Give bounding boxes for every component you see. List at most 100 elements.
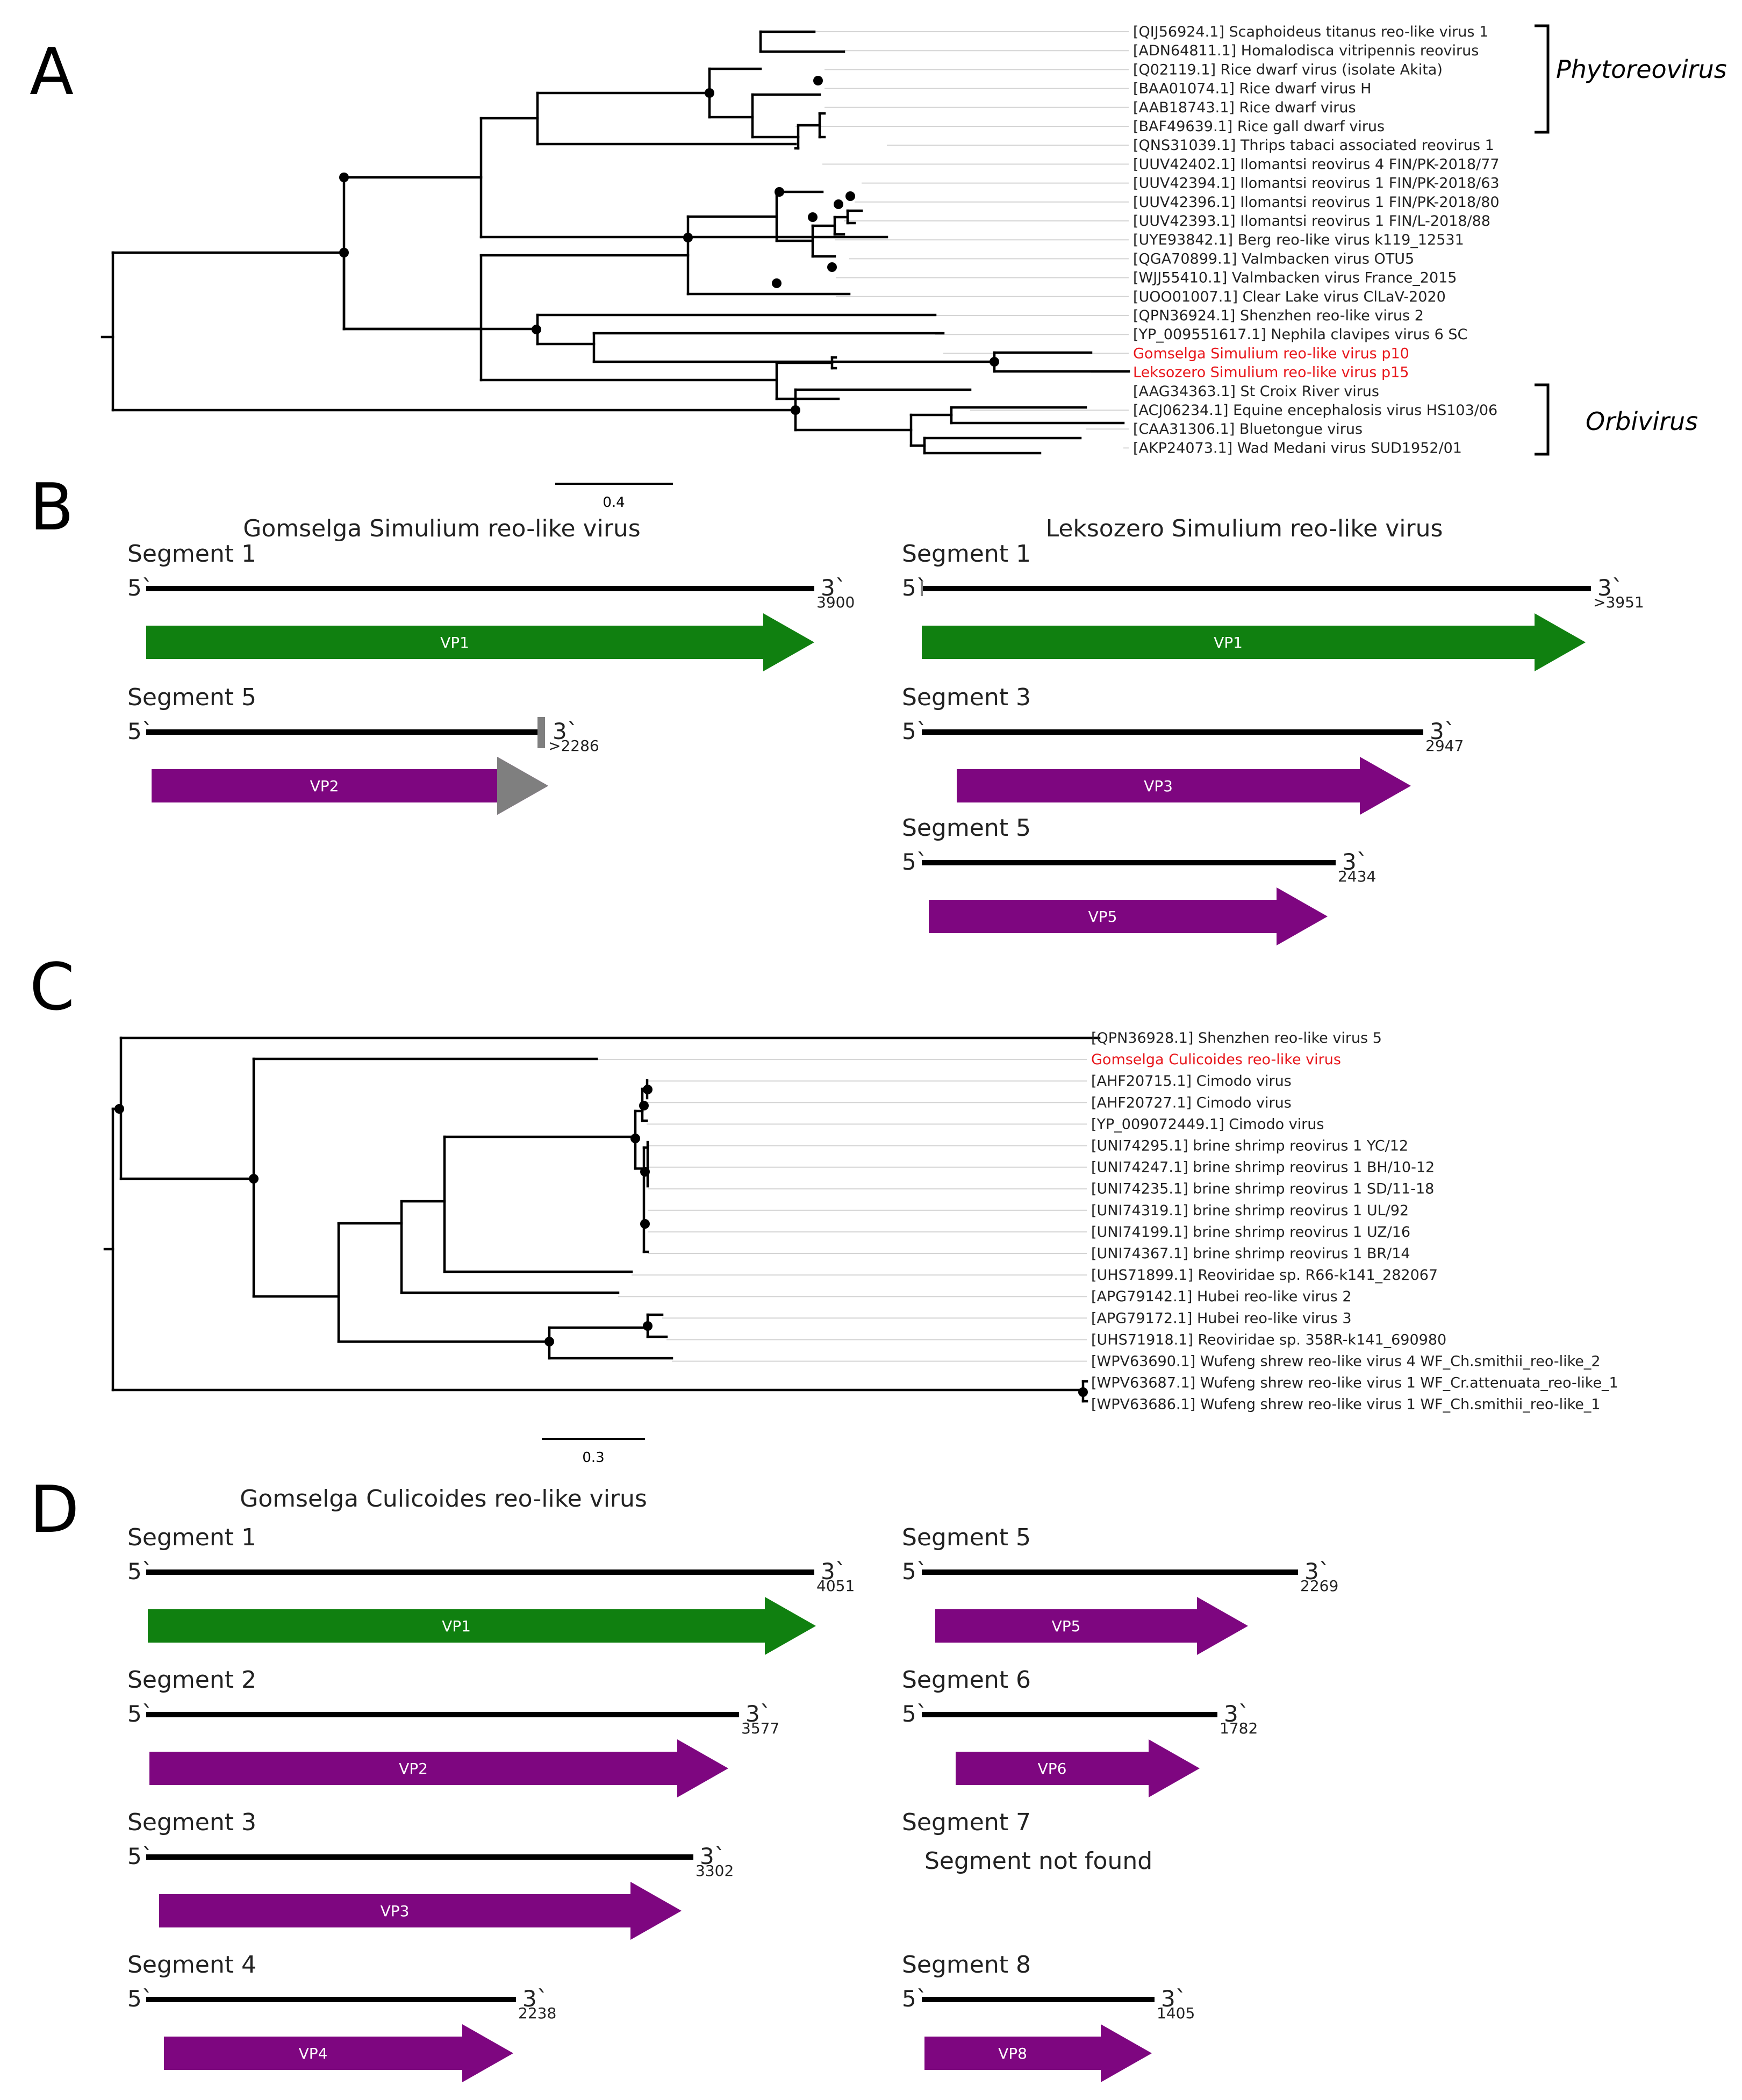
panel-a-scale-bar: 0.4 <box>555 483 673 511</box>
protein-label: VP3 <box>1144 777 1173 795</box>
protein-arrow <box>149 1739 728 1797</box>
panel-a-tree-lower <box>111 251 1130 455</box>
segment-title: Segment 7 <box>902 1809 1031 1836</box>
panel-c-scale-label: 0.3 <box>582 1450 604 1466</box>
leaf-label: [CAA31306.1] Bluetongue virus <box>1133 421 1363 438</box>
partial-arrow-head <box>497 757 548 815</box>
protein-arrow <box>164 2024 513 2082</box>
protein-label: VP3 <box>381 1902 410 1920</box>
leaf-label: [BAF49639.1] Rice gall dwarf virus <box>1133 118 1385 135</box>
protein-arrow <box>924 2024 1152 2082</box>
leaf-label: [AHF20715.1] Cimodo virus <box>1091 1073 1292 1090</box>
segment-length: 3302 <box>696 1862 734 1880</box>
panel-d-virus-title: Gomselga Culicoides reo-like virus <box>240 1485 647 1513</box>
protein-arrow <box>929 887 1328 945</box>
three-prime-end-label: 3` <box>1430 718 1456 744</box>
segment-length: 2434 <box>1338 868 1376 885</box>
segment-length: 2269 <box>1300 1577 1338 1595</box>
segment-title: Segment 2 <box>127 1666 256 1694</box>
segment-title: Segment 1 <box>127 1524 256 1551</box>
orbivirus-clade: Orbivirus <box>1535 383 1698 456</box>
leaf-label: [APG79172.1] Hubei reo-like virus 3 <box>1091 1310 1352 1327</box>
protein-arrow <box>159 1882 682 1940</box>
segment-length: 3577 <box>741 1719 779 1737</box>
segment-title: Segment 8 <box>902 1951 1031 1979</box>
leaf-label: [UYE93842.1] Berg reo-like virus k119_12… <box>1133 232 1464 248</box>
leaf-label: [UUV42396.1] Ilomantsi reovirus 1 FIN/PK… <box>1133 194 1500 211</box>
segment-length: >2286 <box>548 737 599 755</box>
leaf-label: [UUV42402.1] Ilomantsi reovirus 4 FIN/PK… <box>1133 156 1500 173</box>
leaf-label: Gomselga Culicoides reo-like virus <box>1091 1051 1341 1068</box>
leaf-label: [UNI74247.1] brine shrimp reovirus 1 BH/… <box>1091 1159 1435 1176</box>
leaf-label: [AAB18743.1] Rice dwarf virus <box>1133 99 1356 116</box>
panel-c-leaf-labels: [QPN36928.1] Shenzhen reo-like virus 5 Go… <box>1091 1030 1618 1413</box>
panel-b: B Gomselga Simulium reo-like virus Lekso… <box>30 470 1644 945</box>
segment-title: Segment 5 <box>127 684 256 711</box>
panel-a-scale-label: 0.4 <box>603 494 625 511</box>
three-prime-end-label: 3` <box>1342 849 1368 875</box>
panel-a-guide-lines <box>795 31 1129 449</box>
segment-length: 2947 <box>1425 737 1464 755</box>
phytoreovirus-label: Phytoreovirus <box>1556 55 1727 84</box>
segment-segment-7: Segment 7 Segment not found <box>902 1809 1152 1875</box>
protein-arrow <box>152 757 548 815</box>
segment-length: 3900 <box>816 593 855 611</box>
segment-title: Segment 6 <box>902 1666 1031 1694</box>
panel-a-node-dots <box>339 76 999 415</box>
three-prime-end-label: 3` <box>821 1558 847 1585</box>
leaf-label: [QPN36928.1] Shenzhen reo-like virus 5 <box>1091 1030 1382 1047</box>
leaf-label: [QGA70899.1] Valmbacken virus OTU5 <box>1133 250 1414 267</box>
three-prime-end-label: 3` <box>1161 1986 1187 2012</box>
panel-b-virus2-title: Leksozero Simulium reo-like virus <box>1046 515 1443 542</box>
phytoreovirus-clade: Phytoreovirus <box>1535 24 1727 134</box>
leaf-label: [AKP24073.1] Wad Medani virus SUD1952/01 <box>1133 440 1462 456</box>
protein-arrow <box>148 1597 816 1655</box>
leaf-label: [UNI74295.1] brine shrimp reovirus 1 YC/… <box>1091 1138 1408 1155</box>
three-prime-end-label: 3` <box>522 1986 548 2012</box>
segment-not-found-note: Segment not found <box>924 1847 1152 1875</box>
three-prime-end-label: 3` <box>1224 1701 1250 1727</box>
three-prime-end-label: 3` <box>745 1701 771 1727</box>
leaf-label: [UUV42393.1] Ilomantsi reovirus 1 FIN/L-… <box>1133 213 1490 230</box>
protein-arrow <box>935 1597 1248 1655</box>
leaf-label: [QNS31039.1] Thrips tabaci associated re… <box>1133 137 1494 154</box>
leaf-label: [APG79142.1] Hubei reo-like virus 2 <box>1091 1288 1352 1305</box>
three-prime-end-label: 3` <box>821 575 847 601</box>
segment-length: 1405 <box>1157 2004 1195 2022</box>
leaf-label: [QPN36924.1] Shenzhen reo-like virus 2 <box>1133 307 1424 324</box>
segment-title: Segment 5 <box>902 814 1031 842</box>
panel-d: D Gomselga Culicoides reo-like virus Seg… <box>30 1473 1338 2082</box>
panel-a: A <box>30 24 1727 511</box>
segment-title: Segment 3 <box>902 684 1031 711</box>
protein-label: VP2 <box>399 1760 428 1778</box>
protein-label: VP5 <box>1052 1617 1081 1635</box>
protein-arrow <box>146 613 814 671</box>
leaf-label: [WPV63687.1] Wufeng shrew reo-like virus… <box>1091 1375 1618 1392</box>
protein-label: VP5 <box>1088 908 1117 926</box>
panel-b-letter: B <box>30 470 74 545</box>
panel-c-guide-lines <box>597 1059 1087 1362</box>
leaf-label: [UNI74199.1] brine shrimp reovirus 1 UZ/… <box>1091 1224 1410 1241</box>
three-prime-end-label: 3` <box>1597 575 1623 601</box>
segment-title: Segment 1 <box>902 540 1031 568</box>
protein-label: VP8 <box>998 2045 1027 2062</box>
leaf-label: [UNI74367.1] brine shrimp reovirus 1 BR/… <box>1091 1245 1410 1262</box>
leaf-label: [QIJ56924.1] Scaphoideus titanus reo-lik… <box>1133 24 1488 40</box>
panel-c-letter: C <box>30 950 75 1025</box>
leaf-label: [WJJ55410.1] Valmbacken virus France_201… <box>1133 270 1457 286</box>
protein-label: VP4 <box>299 2045 328 2062</box>
leaf-label: Leksozero Simulium reo-like virus p15 <box>1133 364 1409 381</box>
protein-arrow <box>956 1739 1200 1797</box>
protein-arrow <box>957 757 1411 815</box>
